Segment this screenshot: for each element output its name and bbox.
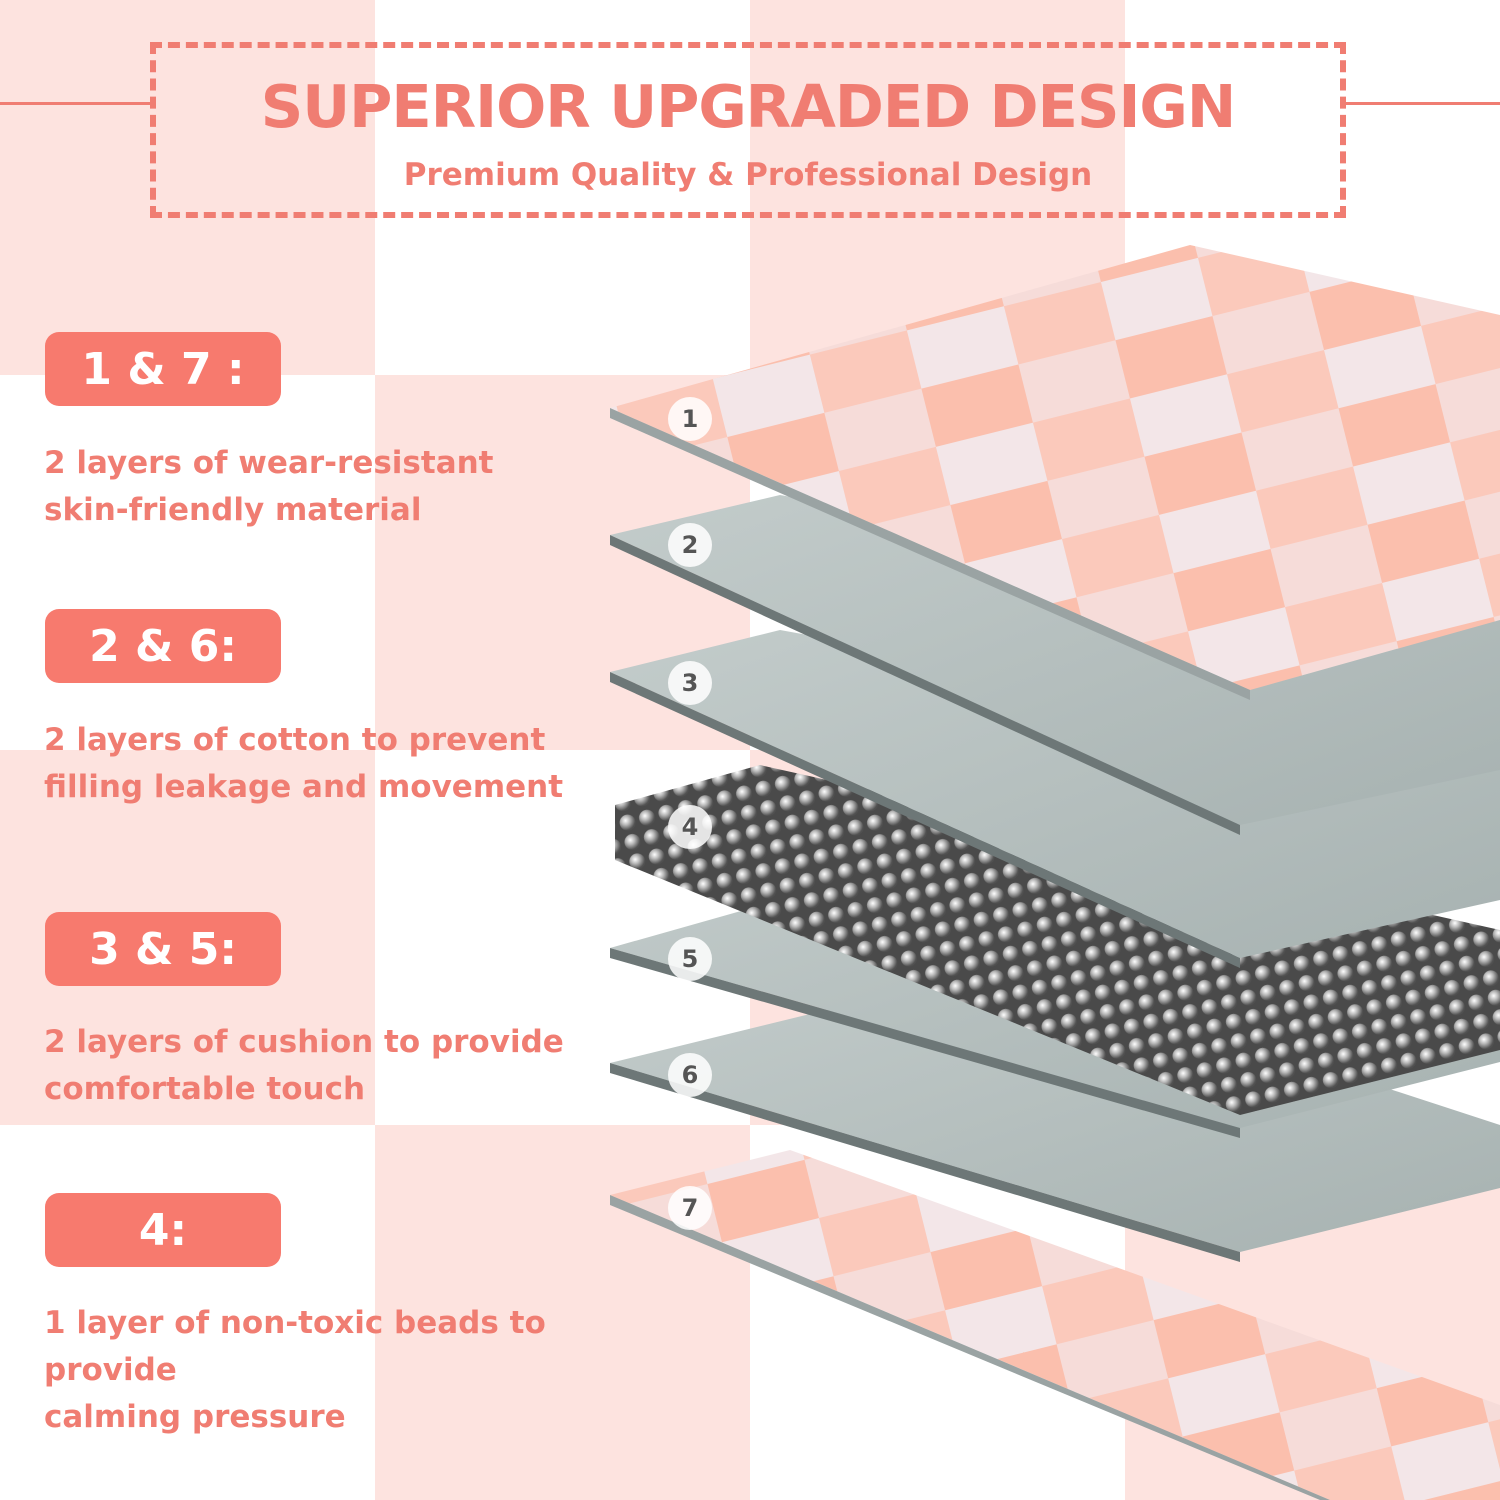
layer-number-6: 6 [668, 1053, 712, 1097]
feature-badge-1-7: 1 & 7 : [45, 332, 281, 406]
feature-badge-2-6: 2 & 6: [45, 609, 281, 683]
feature-description-3-5: 2 layers of cushion to provide comfortab… [44, 1024, 564, 1107]
feature-description-4: 1 layer of non-toxic beads to provide ca… [44, 1305, 546, 1435]
bg-tile [0, 0, 375, 375]
header-line-right [1346, 102, 1500, 105]
feature-badge-4: 4: [45, 1193, 281, 1267]
layer-4-beads [615, 765, 1500, 1115]
layer-3-cushion [610, 630, 1500, 968]
layer-number-7: 7 [668, 1186, 712, 1230]
feature-description-2-6: 2 layers of cotton to prevent filling le… [44, 722, 564, 805]
layer-7-fabric [610, 1150, 1500, 1500]
layer-1-fabric [610, 245, 1500, 700]
page-subtitle: Premium Quality & Professional Design [403, 157, 1093, 193]
layer-number-2: 2 [668, 523, 712, 567]
header-line-left [0, 102, 150, 105]
page-title: SUPERIOR UPGRADED DESIGN [260, 72, 1236, 141]
layer-number-5: 5 [668, 937, 712, 981]
feature-badge-3-5: 3 & 5: [45, 912, 281, 986]
feature-description-1-7: 2 layers of wear-resistant skin-friendly… [44, 445, 494, 528]
layer-2-cotton [610, 495, 1500, 835]
layer-number-4: 4 [668, 805, 712, 849]
layer-number-1: 1 [668, 397, 712, 441]
layer-6-cotton [610, 965, 1500, 1262]
header-frame [150, 42, 1346, 218]
layer-number-3: 3 [668, 661, 712, 705]
